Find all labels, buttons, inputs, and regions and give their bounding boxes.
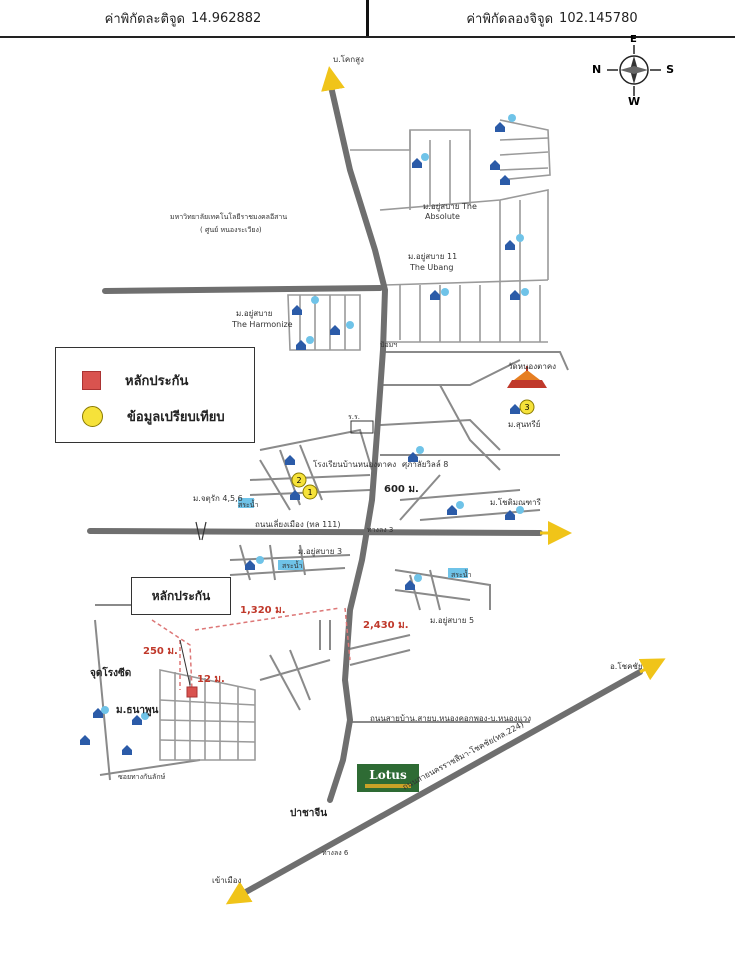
- comparable-marker-2: 2: [291, 472, 307, 488]
- overpass-icon: [195, 521, 207, 541]
- legend-collateral-label: หลักประกัน: [125, 374, 189, 389]
- compass-e: E: [630, 34, 637, 45]
- label-top-road: บ.โคกสูง: [333, 55, 364, 64]
- house-icons: [80, 122, 520, 755]
- compass-rose-icon: [607, 45, 661, 96]
- compass: N S E W: [592, 34, 674, 110]
- label-yoosabai-5: ม.อยู่สบาย 5: [430, 616, 475, 625]
- label-distance-600: 600 ม.: [384, 484, 419, 495]
- route-dashed: [151, 607, 351, 691]
- label-university-sub: ( ศูนย์ หนองระเวียง): [200, 226, 262, 234]
- label-absolute-1: ม.อยู่สบาย The: [423, 202, 477, 211]
- comparable-swatch: [82, 406, 103, 427]
- label-mueang-road: ถนนเลี่ยงเมือง (ทล 111): [255, 520, 341, 529]
- lotus-store-logo: Lotus: [357, 764, 419, 792]
- label-ramp: ทางลง 3: [367, 526, 394, 534]
- label-dist-12: 12 ม.: [197, 674, 225, 685]
- longitude-value: 102.145780: [559, 10, 638, 26]
- label-to-city: เข้าเมือง: [212, 876, 242, 885]
- pond-1: [238, 498, 254, 508]
- label-pachajin: ปาชาจีน: [290, 808, 328, 819]
- latitude-label: ค่าพิกัดละติจูด: [104, 11, 186, 27]
- label-chokchai: อ.โชคชัย: [610, 662, 643, 671]
- site-map: 1 2 3: [80, 66, 666, 905]
- pond-2: [278, 560, 303, 570]
- marker-1-label: 1: [307, 488, 312, 497]
- longitude-label: ค่าพิกัดลองจิจูด: [466, 11, 554, 27]
- collateral-callout: หลักประกัน: [131, 577, 231, 615]
- compass-s: S: [666, 63, 674, 76]
- label-yoosabai-3: ม.อยู่สบาย 3: [298, 547, 343, 556]
- legend: หลักประกัน ข้อมูลเปรียบเทียบ: [55, 347, 255, 443]
- marker-3-label: 3: [524, 403, 529, 412]
- lotus-logo-text: Lotus: [369, 767, 407, 782]
- legend-row-collateral: หลักประกัน: [82, 370, 188, 391]
- callout-pointer: [179, 639, 191, 686]
- school-icon: [350, 420, 374, 434]
- label-dist-1320: 1,320 ม.: [240, 605, 286, 616]
- road-arrows: [225, 66, 666, 905]
- compass-n: N: [592, 63, 602, 76]
- collateral-marker: [186, 686, 198, 698]
- label-pond-1: สระน้ำ: [238, 501, 259, 509]
- lotus-logo-stripe: [365, 783, 411, 788]
- latitude-value: 14.962882: [191, 10, 262, 26]
- label-harmonize-1: ม.อยู่สบาย: [236, 309, 273, 318]
- coordinate-header: ค่าพิกัดละติจูด 14.962882 ค่าพิกัดลองจิจ…: [0, 0, 735, 38]
- label-police-box: ป้อมฯ: [380, 341, 398, 349]
- subdivision-grids: [159, 119, 551, 761]
- label-university: มหาวิทยาลัยเทคโนโลยีราชมงคลอีสาน: [170, 213, 288, 221]
- marker-2-label: 2: [296, 476, 301, 485]
- tree-icons: [101, 114, 529, 720]
- label-pond-3: สระน้ำ: [451, 571, 472, 579]
- label-ubang-1: ม.อยู่สบาย 11: [408, 252, 458, 261]
- longitude-cell: ค่าพิกัดลองจิจูด 102.145780: [369, 0, 735, 36]
- latitude-cell: ค่าพิกัดละติจูด 14.962882: [0, 0, 369, 36]
- label-ubang-2: The Ubang: [410, 263, 454, 272]
- pond-3: [448, 568, 468, 578]
- label-school: โรงเรียนบ้านหนองตาคง: [313, 460, 397, 469]
- label-dist-250: 250 ม.: [143, 646, 178, 657]
- label-harmonize-2: The Harmonize: [232, 320, 293, 329]
- comparable-marker-3: 3: [519, 399, 535, 415]
- label-start-point: จุดโรงซีด: [90, 668, 132, 679]
- label-dist-2430: 2,430 ม.: [363, 620, 409, 631]
- label-absolute-2: Absolute: [425, 212, 460, 221]
- comparable-marker-1: 1: [302, 484, 318, 500]
- label-sunthorn: ม.สุนทรีย์: [508, 420, 541, 429]
- label-sub-street: ซอยทางกันลักษ์: [118, 773, 166, 781]
- legend-row-comparable: ข้อมูลเปรียบเทียบ: [82, 406, 225, 427]
- label-shophouse: ศุภาลัยวิลล์ 8: [402, 460, 449, 469]
- label-ramp-6: ทางลง 6: [322, 849, 349, 857]
- temple-icon: [507, 366, 547, 388]
- label-chompoo: ม.โชติมณฑารี: [490, 498, 541, 507]
- label-temple: วัดหนองตาคง: [508, 362, 557, 371]
- label-pond-2: สระน้ำ: [282, 562, 303, 570]
- label-school-short: ร.ร.: [348, 413, 360, 421]
- collateral-swatch: [82, 371, 101, 390]
- label-bypass-road: ถนนสายบ้าน.สายบ.หนองคอกพอง-บ.หนองแวง: [370, 714, 532, 723]
- compass-w: W: [628, 95, 641, 108]
- label-thanaphoon: ม.ธนาพูน: [116, 705, 159, 716]
- main-roads: [87, 79, 643, 896]
- label-jaturak: ม.จตุรัก 4,5,6: [193, 494, 243, 503]
- legend-comparable-label: ข้อมูลเปรียบเทียบ: [127, 410, 225, 425]
